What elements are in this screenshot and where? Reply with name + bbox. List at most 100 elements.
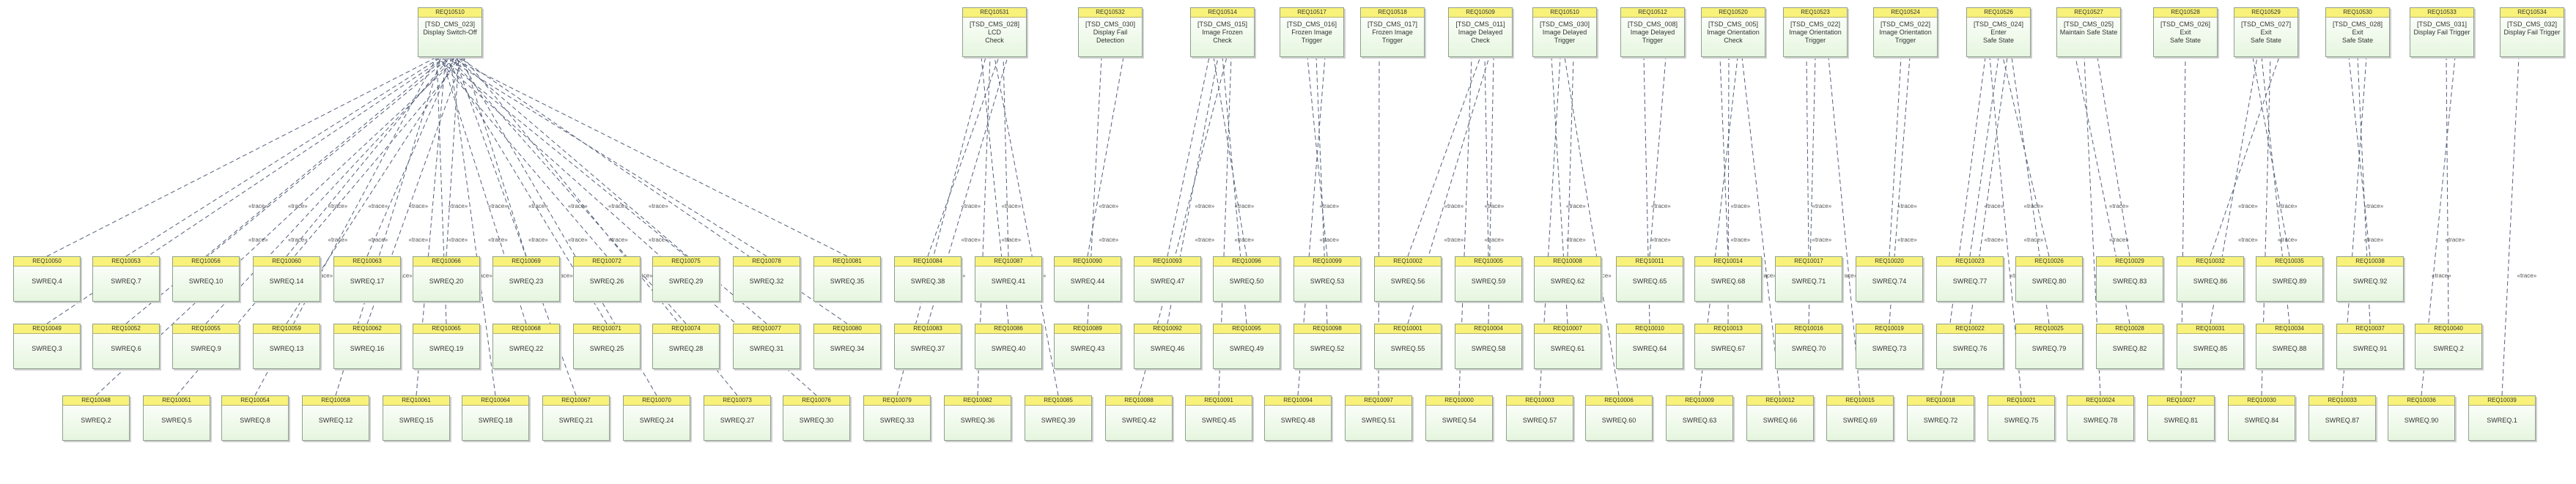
requirement-box[interactable]: REQ10510[TSD_CMS_030] Image Delayed Trig… (1532, 7, 1597, 57)
requirement-box[interactable]: REQ10509[TSD_CMS_011] Image Delayed Chec… (1448, 7, 1513, 57)
requirement-box[interactable]: REQ10534[TSD_CMS_032] Display Fail Trigg… (2500, 7, 2564, 57)
requirement-box[interactable]: REQ10532[TSD_CMS_030] Display Fail Detec… (1078, 7, 1143, 57)
requirement-box[interactable]: REQ10523[TSD_CMS_022] Image Orientation … (1783, 7, 1848, 57)
requirement-box[interactable]: REQ10528[TSD_CMS_026] Exit Safe State (2153, 7, 2218, 57)
requirement-box[interactable]: REQ10518[TSD_CMS_017] Frozen Image Trigg… (1360, 7, 1425, 57)
requirement-box[interactable]: REQ10514[TSD_CMS_015] Image Frozen Check (1190, 7, 1255, 57)
requirement-box[interactable]: REQ10527[TSD_CMS_025] Maintain Safe Stat… (2056, 7, 2121, 57)
requirement-box[interactable]: REQ10531[TSD_CMS_028] LCD Check (962, 7, 1027, 57)
requirement-box[interactable]: REQ10520[TSD_CMS_005] Image Orientation … (1701, 7, 1765, 57)
requirement-box[interactable]: REQ10512[TSD_CMS_008] Image Delayed Trig… (1620, 7, 1685, 57)
requirement-box[interactable]: REQ10533[TSD_CMS_031] Display Fail Trigg… (2410, 7, 2474, 57)
requirement-box[interactable]: REQ10526[TSD_CMS_024] Enter Safe State (1966, 7, 2031, 57)
requirement-box[interactable]: REQ10517[TSD_CMS_016] Frozen Image Trigg… (1280, 7, 1344, 57)
requirement-box[interactable]: REQ10530[TSD_CMS_028] Exit Safe State (2325, 7, 2390, 57)
requirement-box[interactable]: REQ10529[TSD_CMS_027] Exit Safe State (2234, 7, 2298, 57)
requirement-box[interactable]: REQ10524[TSD_CMS_022] Image Orientation … (1873, 7, 1938, 57)
requirement-box[interactable]: REQ10510[TSD_CMS_023] Display Switch-Off (418, 7, 482, 57)
